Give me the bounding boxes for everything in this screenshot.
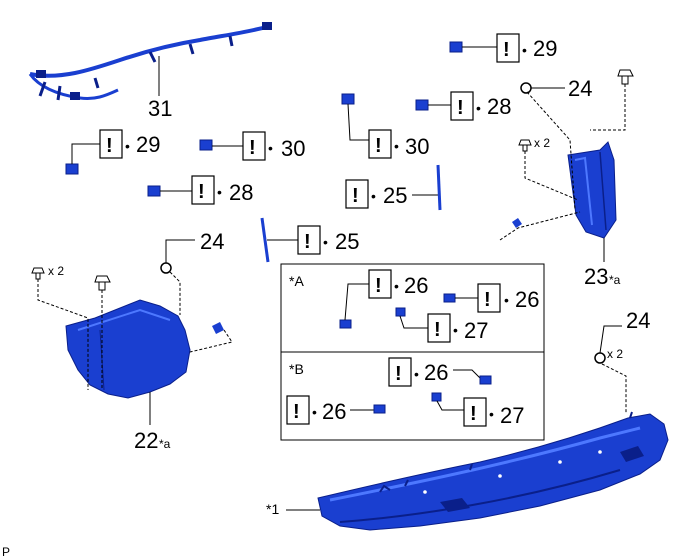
sensor-part xyxy=(373,404,386,414)
clip-part xyxy=(512,218,522,228)
label-28-right: 28 xyxy=(487,94,511,119)
caution-icon: ! xyxy=(395,363,402,385)
label-26-b1: 26 xyxy=(424,360,448,385)
svg-text:x 2: x 2 xyxy=(534,136,550,150)
bolt-part xyxy=(617,69,634,85)
sensor-part xyxy=(199,139,213,151)
caution-icon: ! xyxy=(484,289,491,311)
svg-text:•: • xyxy=(312,404,317,420)
label-30-mid: 30 xyxy=(405,134,429,159)
svg-text:x 2: x 2 xyxy=(607,347,623,361)
sensor-part xyxy=(65,163,79,175)
bolt-part xyxy=(31,267,45,280)
trim-strip-part xyxy=(260,217,270,263)
clip-part xyxy=(160,262,172,274)
sensor-part xyxy=(339,319,352,329)
caution-icon: ! xyxy=(198,181,205,203)
label-29-left: 29 xyxy=(136,132,160,157)
label-24-top: 24 xyxy=(568,76,592,101)
bolt-part xyxy=(94,275,111,291)
label-27-b: 27 xyxy=(500,403,524,428)
sensor-part xyxy=(443,293,456,303)
svg-text:•: • xyxy=(268,140,273,156)
caution-icon: ! xyxy=(375,275,382,297)
sensor-part xyxy=(415,99,429,111)
label-28-left: 28 xyxy=(229,180,253,205)
caution-icon: ! xyxy=(375,135,382,157)
caution-icon: ! xyxy=(470,403,477,425)
figure-code: P xyxy=(2,545,10,559)
caution-icon: ! xyxy=(249,137,256,159)
sensor-part xyxy=(341,93,355,105)
svg-text:x 2: x 2 xyxy=(48,264,64,278)
label-25-left: 25 xyxy=(335,229,359,254)
svg-text:•: • xyxy=(489,406,494,422)
label-24-bottom: 24 xyxy=(626,308,650,333)
svg-text:•: • xyxy=(476,100,481,116)
svg-text:•: • xyxy=(504,292,509,308)
trim-strip-part xyxy=(436,164,442,211)
clip-part xyxy=(594,352,606,364)
note-1-label: *1 xyxy=(266,501,279,517)
variant-a-label: *A xyxy=(289,273,304,289)
label-30-left: 30 xyxy=(281,136,305,161)
svg-text:*a: *a xyxy=(609,273,621,287)
svg-text:•: • xyxy=(371,188,376,204)
caution-icon: ! xyxy=(503,39,510,61)
label-25-right: 25 xyxy=(383,183,407,208)
label-26-b2: 26 xyxy=(322,399,346,424)
side-bracket-left-part xyxy=(65,299,191,399)
sensor-part xyxy=(431,392,442,402)
caution-icon: ! xyxy=(293,401,300,423)
sensor-part xyxy=(395,307,406,317)
rear-bumper-cover-part xyxy=(317,411,669,531)
caution-icon: ! xyxy=(434,319,441,341)
bolt-part xyxy=(518,139,532,152)
caution-icon: ! xyxy=(106,135,113,157)
svg-text:*a: *a xyxy=(159,437,171,451)
clip-part xyxy=(212,322,224,334)
label-26-a1: 26 xyxy=(404,273,428,298)
svg-text:•: • xyxy=(453,322,458,338)
label-27-a: 27 xyxy=(464,318,488,343)
label-31: 31 xyxy=(148,96,172,121)
clip-part xyxy=(520,82,532,94)
caution-icon: ! xyxy=(304,231,311,253)
sensor-part xyxy=(147,185,161,197)
caution-icon: ! xyxy=(352,185,359,207)
svg-text:•: • xyxy=(522,42,527,58)
variant-b-label: *B xyxy=(289,361,304,377)
label-26-a2: 26 xyxy=(515,287,539,312)
svg-text:•: • xyxy=(394,278,399,294)
label-22: 22 xyxy=(134,428,158,453)
svg-text:•: • xyxy=(394,138,399,154)
svg-text:•: • xyxy=(323,234,328,250)
sensor-part xyxy=(479,375,492,385)
label-24-left: 24 xyxy=(200,229,224,254)
side-bracket-right-part xyxy=(567,141,617,239)
svg-text:•: • xyxy=(217,184,222,200)
svg-text:•: • xyxy=(125,138,130,154)
caution-icon: ! xyxy=(457,97,464,119)
label-23: 23 xyxy=(584,264,608,289)
sensor-part xyxy=(449,41,463,53)
svg-text:•: • xyxy=(414,366,419,382)
wire-harness-part xyxy=(28,22,272,101)
label-29-top: 29 xyxy=(533,36,557,61)
